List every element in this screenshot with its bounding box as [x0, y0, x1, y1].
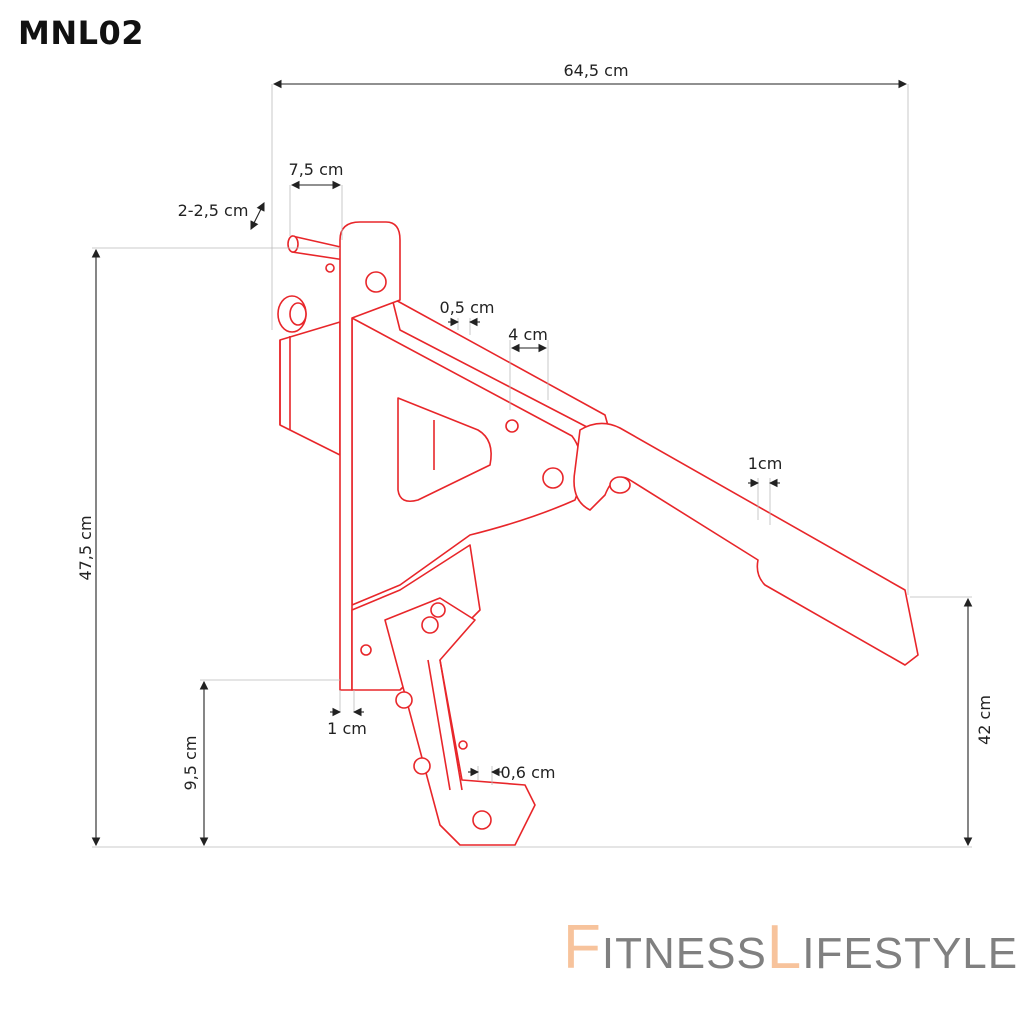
logo-letter-l: L	[766, 913, 803, 982]
overall-height-label: 47,5 cm	[76, 515, 95, 580]
overall-width-label: 64,5 cm	[563, 61, 628, 80]
plate-thickness-label: 1 cm	[327, 719, 367, 738]
foot-thickness-label: 0,6 cm	[501, 763, 556, 782]
spacing-label: 4 cm	[508, 325, 548, 344]
pin-length-label: 7,5 cm	[289, 160, 344, 179]
model-title: MNL02	[18, 14, 145, 52]
dimension-lines	[91, 79, 973, 847]
foot-height-label: 9,5 cm	[181, 736, 200, 791]
logo-letter-f: F	[563, 913, 602, 982]
logo-text-itness: ITNESS	[601, 929, 767, 978]
handle-thickness-label: 1cm	[748, 454, 783, 473]
gap-label: 0,5 cm	[440, 298, 495, 317]
handle-height-label: 42 cm	[975, 695, 994, 745]
pin-diameter-label: 2-2,5 cm	[178, 201, 249, 220]
logo-text-ifestyle: IFESTYLE	[802, 929, 1019, 978]
machine-drawing	[277, 221, 919, 846]
brand-logo: FITNESSLIFESTYLE	[563, 912, 1018, 983]
